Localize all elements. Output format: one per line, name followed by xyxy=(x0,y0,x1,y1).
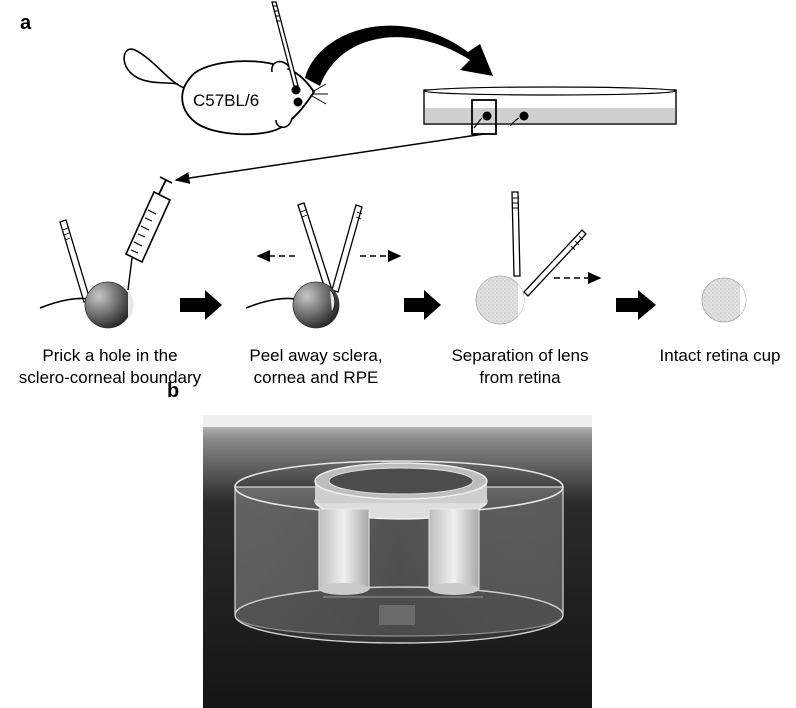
step2-label-line1: Peel away sclera, xyxy=(249,346,383,365)
eye-icon xyxy=(292,281,340,329)
step3-label-line2: from retina xyxy=(479,368,561,387)
step4-illustration xyxy=(701,277,747,323)
step3-illustration xyxy=(475,191,602,325)
step3-label: Separation of lens from retina xyxy=(434,345,606,389)
to-step1-arrow xyxy=(174,133,485,184)
mouse-eye xyxy=(293,97,303,107)
retina-cup-icon xyxy=(701,277,747,323)
panel-a-letter: a xyxy=(20,12,32,34)
step1-illustration xyxy=(39,176,173,329)
forceps-icon xyxy=(511,191,521,277)
petri-dish xyxy=(423,86,677,135)
step1-label-line2: sclero-corneal boundary xyxy=(18,368,202,387)
step-arrow xyxy=(404,290,441,320)
step-arrow xyxy=(180,290,222,320)
step2-label-line2: cornea and RPE xyxy=(253,368,379,387)
step2-illustration xyxy=(245,202,402,329)
mouse-eye xyxy=(291,85,301,95)
retina-icon xyxy=(475,275,525,325)
mouse-whiskers xyxy=(311,83,328,105)
step-arrow xyxy=(616,290,656,320)
mouse-tail xyxy=(123,48,186,89)
forceps-icon xyxy=(297,202,363,293)
step1-label: Prick a hole in the sclero-corneal bound… xyxy=(10,345,210,389)
eye-icon xyxy=(84,281,132,329)
step1-label-line1: Prick a hole in the xyxy=(42,346,178,365)
step2-label: Peel away sclera, cornea and RPE xyxy=(226,345,406,389)
panel-b-letter: b xyxy=(167,380,180,402)
syringe-icon xyxy=(124,176,173,291)
forceps-icon xyxy=(59,219,91,303)
step4-label: Intact retina cup xyxy=(648,345,792,367)
step4-label-line1: Intact retina cup xyxy=(659,346,781,365)
culture-insert-photo xyxy=(203,415,592,708)
mouse-ear xyxy=(275,117,293,129)
mouse-body xyxy=(181,60,316,136)
forceps-icon xyxy=(271,1,299,87)
mouse-label: C57BL/6 xyxy=(193,91,259,110)
transfer-arrow xyxy=(305,25,493,86)
forceps-icon xyxy=(523,229,587,297)
step3-label-line1: Separation of lens xyxy=(451,346,589,365)
